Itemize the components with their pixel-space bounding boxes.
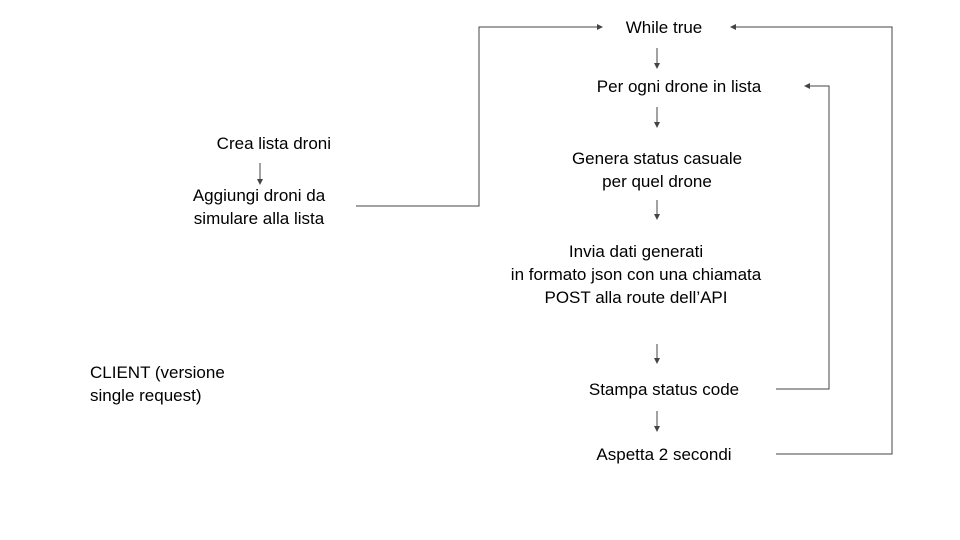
loop-wait-to-while — [730, 24, 893, 455]
step-add-drones: Aggiungi droni da simulare alla lista — [192, 186, 326, 228]
arrow-generate-to-send — [654, 200, 660, 220]
arrow-print-to-wait — [654, 411, 660, 432]
connector-add-to-while — [356, 24, 603, 207]
step-while-true: While true — [625, 18, 703, 37]
arrow-create-to-add — [257, 163, 263, 185]
arrow-send-to-print — [654, 344, 660, 364]
loop-print-to-foreach — [776, 83, 830, 390]
arrow-while-to-foreach — [654, 48, 660, 69]
arrow-foreach-to-generate — [654, 107, 660, 128]
step-generate-status: Genera status casuale per quel drone — [571, 149, 743, 191]
diagram-title: CLIENT (versione single request) — [90, 363, 225, 405]
step-for-each-drone: Per ogni drone in lista — [596, 77, 762, 96]
step-send-data: Invia dati generati in formato json con … — [510, 242, 762, 307]
step-create-list: Crea lista droni — [216, 134, 331, 153]
step-print-status-code: Stampa status code — [588, 380, 740, 399]
step-wait-2-seconds: Aspetta 2 secondi — [596, 445, 732, 464]
